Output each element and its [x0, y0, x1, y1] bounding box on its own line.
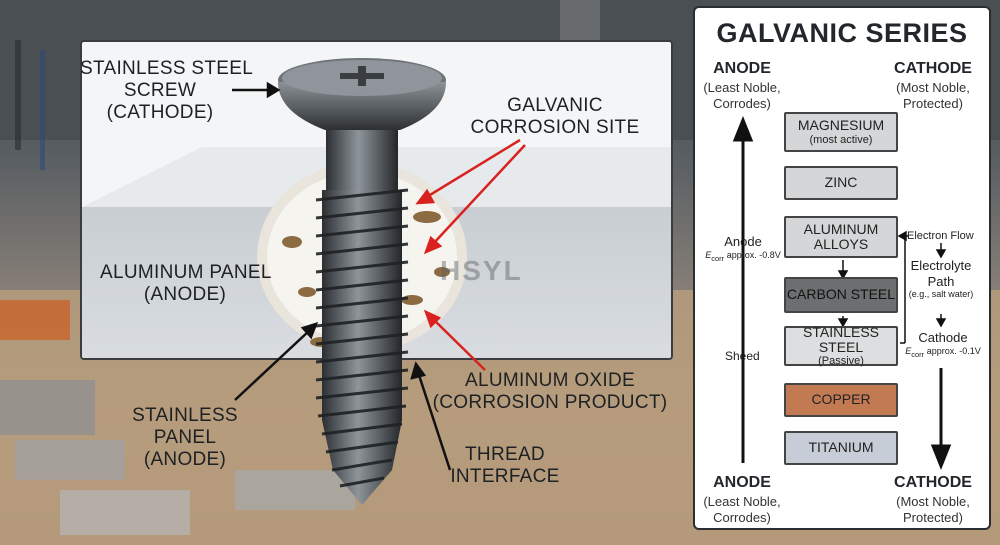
sheed-label: Sheed — [725, 349, 760, 363]
cathode-mid-label: Cathode Ecorr approx. -0.1V — [905, 330, 981, 359]
anode-mid-label: Anode Ecorr approx. -0.8V — [705, 234, 781, 263]
electrolyte-label: Electrolyte Path (e.g., salt water) — [908, 258, 974, 300]
series-title: GALVANIC SERIES — [716, 18, 968, 48]
anode-top-title: ANODE — [713, 60, 771, 77]
electron-flow-label: Electron Flow — [907, 230, 974, 242]
metal-stainless-steel: STAINLESS STEEL(Passive) — [784, 324, 898, 367]
oxide-label: ALUMINUM OXIDE(CORROSION PRODUCT) — [432, 370, 668, 413]
black-pointer-arrows — [232, 81, 452, 471]
metal-copper: COPPER — [784, 383, 898, 417]
metal-magnesium: MAGNESIUM(most active) — [784, 112, 898, 152]
metal-carbon-steel: CARBON STEEL — [784, 277, 898, 313]
cathode-top-title: CATHODE — [894, 60, 972, 77]
series-arrows — [732, 115, 952, 471]
metal-titanium: TITANIUM — [784, 431, 898, 465]
anode-bottom-sub: (Least Noble,Corrodes) — [703, 494, 781, 525]
aluminum-panel-label: ALUMINUM PANEL(ANODE) — [100, 262, 272, 305]
anode-bottom-title: ANODE — [713, 474, 771, 491]
red-pointer-arrows — [415, 138, 526, 371]
metal-zinc: ZINC — [784, 166, 898, 200]
galvanic-series-panel: GALVANIC SERIES ANODE (Least Noble,Corro… — [693, 6, 991, 530]
cathode-bottom-sub: (Most Noble,Protected) — [896, 494, 970, 525]
cathode-bottom-title: CATHODE — [894, 474, 972, 491]
cathode-top-sub: (Most Noble,Protected) — [896, 80, 970, 111]
watermark: HSYL — [440, 255, 523, 286]
anode-top-sub: (Least Noble,Corrodes) — [703, 80, 781, 111]
